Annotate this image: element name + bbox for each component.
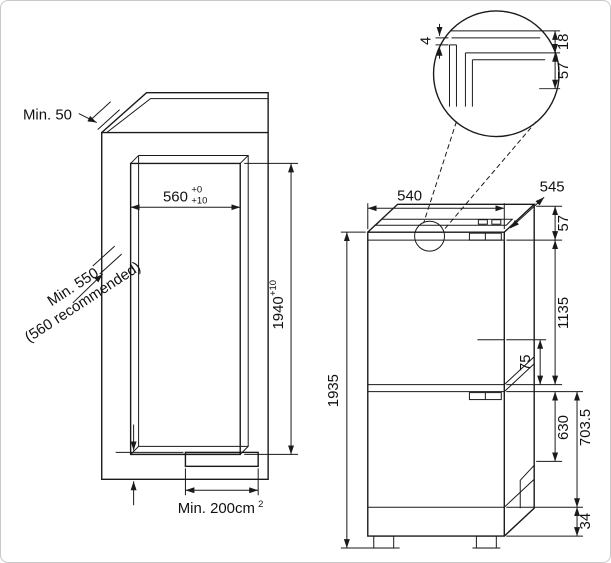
cabinet-top-face (101, 91, 269, 134)
detail-furniture-top-panel (450, 30, 543, 39)
vent-width-extensions (184, 468, 259, 496)
lower-door-extensions (506, 391, 584, 508)
detail-appliance-front (464, 52, 473, 107)
dim-lower-door: 703.5 (577, 409, 594, 446)
niche-drawing: Min. 50 560 +0 +10 1940 +10 Min. 550 (56… (22, 91, 299, 517)
dim-niche-height: 1940 (270, 296, 287, 329)
dim-niche-width-tol-lower: +10 (191, 195, 207, 206)
depth-ticks (92, 245, 122, 275)
compressor-recess (519, 465, 535, 509)
dim-top-section: 57 (555, 215, 572, 232)
detail-leader-lines (423, 121, 537, 230)
door-bottom-line (367, 478, 535, 508)
foot-left (373, 535, 395, 549)
detail-furniture-door (448, 44, 457, 107)
top-clearance-ticks (88, 101, 120, 130)
dim-vent-area: Min. 200cm (178, 500, 255, 517)
dim-detail-hinge-height: 57 (555, 62, 572, 79)
hinge-mark-1 (477, 219, 488, 225)
detail-circle (432, 10, 560, 138)
dim-niche-height-tol: +10 (268, 280, 279, 296)
appliance-drawing: 540 545 1935 57 1135 75 630 703.5 34 (325, 121, 594, 549)
dim-top-clearance: Min. 50 (23, 107, 72, 124)
dim-vent-area-exp: 2 (258, 499, 263, 510)
dim-upper-door: 1135 (555, 297, 572, 329)
top-clearance-leader (78, 113, 97, 124)
dim-freezer-section: 630 (555, 415, 572, 440)
detail-gap-ticks (435, 37, 449, 46)
depth-leader (72, 273, 104, 304)
depth-dim (509, 196, 545, 229)
dim-niche-width: 560 (163, 188, 188, 205)
height-extensions (340, 231, 371, 549)
dim-detail-overlap: 18 (555, 34, 572, 51)
dim-appliance-height: 1935 (325, 374, 342, 407)
dim-appliance-width: 540 (397, 187, 422, 204)
dim-niche-width-tol-upper: +0 (191, 184, 202, 195)
foot-right (475, 535, 497, 549)
appliance-side-face (503, 204, 535, 537)
depth-label: Min. 550 (560 recommended) (22, 258, 144, 346)
dim-appliance-depth: 545 (540, 178, 565, 195)
dim-detail-gap: 4 (418, 37, 435, 45)
cabinet-front-outline (101, 131, 269, 480)
dim-plinth: 34 (577, 513, 594, 530)
vent-grille (184, 451, 259, 468)
dim-mid-gap: 75 (517, 354, 534, 371)
niche-interior (130, 154, 249, 455)
cabinet-top-panel-thickness (106, 98, 269, 133)
hinge-callout-circle (414, 220, 446, 252)
hinge-detail: 4 18 57 (418, 10, 572, 138)
detail-appliance-top (465, 52, 548, 61)
door-split-lines (367, 356, 535, 393)
hinge-mark-2 (491, 219, 502, 225)
